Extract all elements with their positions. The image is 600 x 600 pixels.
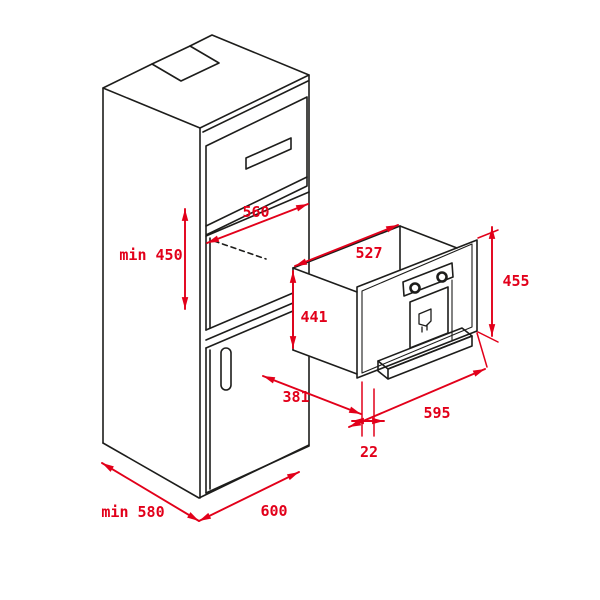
dim-line-body-depth bbox=[262, 375, 362, 415]
appliance-outline bbox=[292, 225, 478, 380]
dim-line-cabinet-width bbox=[198, 471, 300, 522]
dimension-lines bbox=[101, 203, 499, 522]
dim-line-body-width bbox=[294, 224, 399, 267]
coffee-spout bbox=[418, 308, 432, 327]
compartment-handle-slot bbox=[245, 137, 292, 170]
control-knobs bbox=[409, 271, 448, 294]
cabinet-top-notch-inner-edge bbox=[151, 45, 191, 65]
dim-ext-frame-height-top bbox=[477, 229, 499, 239]
niche-bottom-edge bbox=[205, 292, 294, 331]
machine-top-left-depth-edge bbox=[292, 267, 358, 293]
dim-line-niche-width bbox=[206, 203, 309, 244]
tray-top bbox=[377, 327, 473, 370]
niche-shelf-edge bbox=[205, 302, 294, 341]
spout-nozzles bbox=[421, 324, 428, 333]
knob-right bbox=[436, 271, 448, 283]
machine-top-right-depth-edge bbox=[399, 225, 458, 249]
cabinet-top-front-rim bbox=[202, 80, 309, 133]
door-top-edge bbox=[205, 310, 294, 349]
dim-line-cabinet-depth bbox=[101, 462, 200, 522]
dim-label-niche-width: 560 bbox=[242, 203, 269, 221]
cabinet-top-face bbox=[102, 34, 310, 129]
dim-ext-frame-height-bottom bbox=[477, 331, 499, 343]
dim-label-body-height: 441 bbox=[300, 308, 327, 326]
dim-label-cabinet-width: 600 bbox=[260, 502, 287, 520]
dim-label-protrusion: 22 bbox=[360, 443, 378, 461]
dim-label-cabinet-depth: min 580 bbox=[101, 503, 164, 521]
dim-label-body-width: 527 bbox=[355, 244, 382, 262]
machine-bottom-left-depth-edge bbox=[292, 349, 358, 375]
niche-hidden-depth-edge bbox=[213, 240, 267, 260]
dim-label-niche-height: min 450 bbox=[119, 246, 182, 264]
dimension-labels: 560 min 450 527 441 455 381 595 22 min 5… bbox=[101, 203, 529, 521]
door-handle bbox=[220, 347, 232, 391]
machine-front-frame-seam bbox=[361, 243, 473, 374]
door-bottom-edge bbox=[205, 445, 310, 494]
dim-label-body-depth: 381 bbox=[282, 388, 309, 406]
machine-front-frame bbox=[356, 239, 478, 379]
dim-label-frame-height: 455 bbox=[502, 272, 529, 290]
compartment-panel bbox=[205, 96, 308, 236]
dim-line-frame-width bbox=[348, 368, 486, 428]
dim-label-frame-width: 595 bbox=[423, 404, 450, 422]
cabinet-outline bbox=[102, 34, 310, 499]
knob-left bbox=[409, 282, 421, 294]
control-panel bbox=[402, 262, 454, 297]
dim-ext-frame-width-right bbox=[476, 332, 488, 368]
